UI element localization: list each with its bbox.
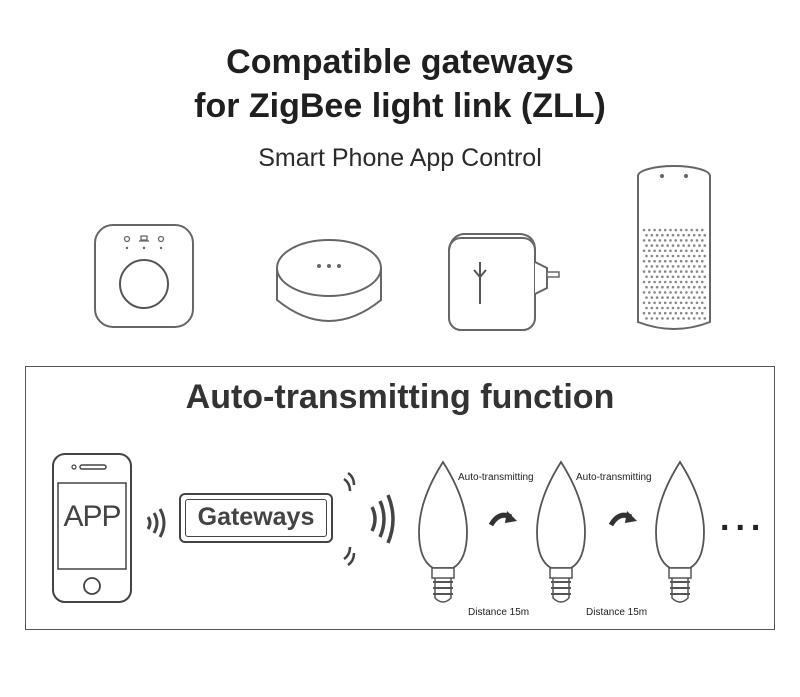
bulb-icon-1 bbox=[418, 460, 468, 603]
relay-arrow-icon-2 bbox=[608, 511, 637, 527]
relay-arrow-icon-1 bbox=[488, 511, 517, 527]
title-line-2: for ZigBee light link (ZLL) bbox=[194, 87, 606, 125]
distance-label-2: Distance 15m bbox=[586, 607, 648, 618]
smartphone-icon bbox=[52, 453, 132, 603]
subtitle: Smart Phone App Control bbox=[258, 144, 542, 172]
auto-transmit-panel bbox=[25, 366, 775, 630]
relay-label-1: Auto-transmitting bbox=[458, 472, 534, 483]
panel-title: Auto-transmitting function bbox=[185, 378, 615, 416]
relay-label-2: Auto-transmitting bbox=[576, 472, 652, 483]
gateway-label: Gateways bbox=[197, 503, 315, 531]
broadcast-waves-icon bbox=[343, 471, 395, 567]
app-label: APP bbox=[63, 500, 121, 533]
page-title: Compatible gateways for ZigBee light lin… bbox=[0, 40, 800, 128]
bulb-icon-3 bbox=[655, 460, 705, 603]
smart-speaker-icon bbox=[637, 165, 711, 330]
hub-square-icon bbox=[94, 224, 194, 328]
bulb-icon-2 bbox=[536, 460, 586, 603]
signal-waves-icon bbox=[146, 508, 166, 538]
plug-gateway-icon bbox=[448, 233, 560, 331]
gateway-box bbox=[179, 493, 333, 543]
ellipsis: ... bbox=[720, 500, 767, 538]
distance-label-1: Distance 15m bbox=[468, 607, 530, 618]
title-line-1: Compatible gateways bbox=[226, 43, 574, 81]
hub-round-icon bbox=[276, 239, 382, 322]
